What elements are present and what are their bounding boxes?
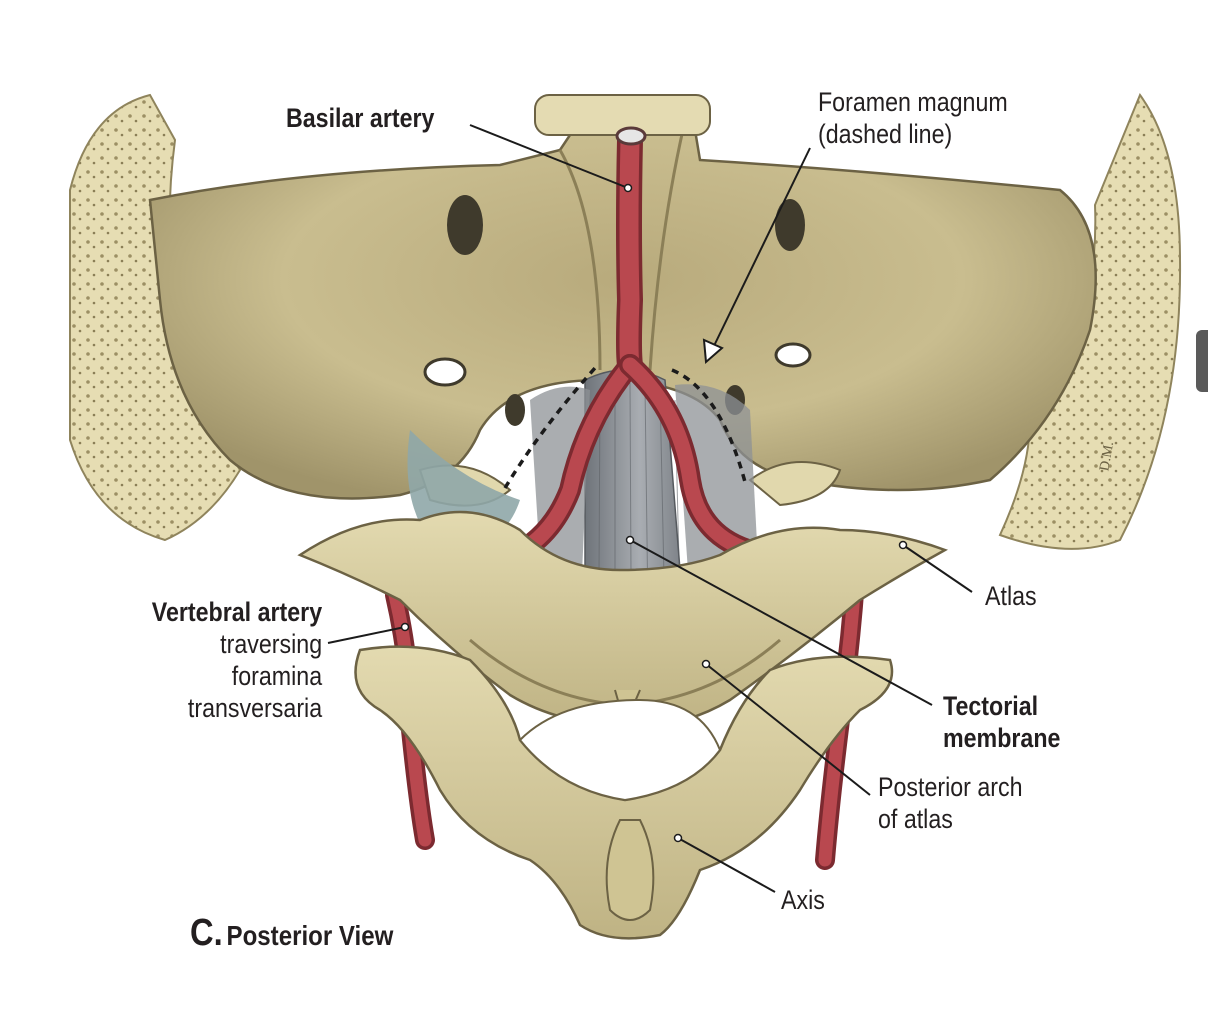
caption-letter: C.: [190, 912, 223, 954]
leader-atlas: [902, 544, 973, 593]
leader-lines: [327, 124, 973, 893]
label-basilar-artery: Basilar artery: [286, 103, 435, 133]
label-vertebral-artery-line2: traversing: [220, 629, 322, 659]
label-posterior-arch-line2: of atlas: [878, 804, 953, 834]
label-vertebral-artery-line1: Vertebral artery: [151, 597, 322, 627]
figure-caption: C. Posterior View: [190, 912, 393, 955]
label-tectorial-membrane: Tectorial membrane: [943, 690, 1060, 754]
leader-posterior-arch: [705, 663, 871, 796]
label-posterior-arch: Posterior arch of atlas: [878, 771, 1023, 835]
label-axis: Axis: [781, 885, 825, 915]
caption-title: Posterior View: [226, 920, 394, 951]
label-vertebral-artery-line3: foramina: [231, 661, 322, 691]
label-posterior-arch-line1: Posterior arch: [878, 772, 1023, 802]
leader-tectorial-membrane: [629, 539, 933, 706]
illustrator-signature: D.M.: [1097, 441, 1117, 473]
label-vertebral-artery-line4: transversaria: [187, 693, 322, 723]
leader-foramen-magnum: [711, 147, 811, 351]
leader-axis: [677, 837, 776, 893]
label-foramen-magnum-line1: Foramen magnum: [818, 87, 1008, 117]
label-foramen-magnum-line2: (dashed line): [818, 119, 953, 149]
label-tectorial-line1: Tectorial: [943, 691, 1039, 721]
label-atlas: Atlas: [985, 581, 1037, 611]
foramen-magnum-dashed-line: [503, 366, 747, 489]
page-edge-tab: [1196, 330, 1208, 392]
label-foramen-magnum: Foramen magnum (dashed line): [818, 86, 1008, 150]
axis-vertebra: [354, 645, 894, 940]
leader-vertebral-artery: [327, 626, 406, 644]
label-vertebral-artery: Vertebral artery traversing foramina tra…: [152, 596, 322, 724]
leader-basilar-artery: [469, 124, 629, 189]
label-tectorial-line2: membrane: [943, 723, 1061, 753]
